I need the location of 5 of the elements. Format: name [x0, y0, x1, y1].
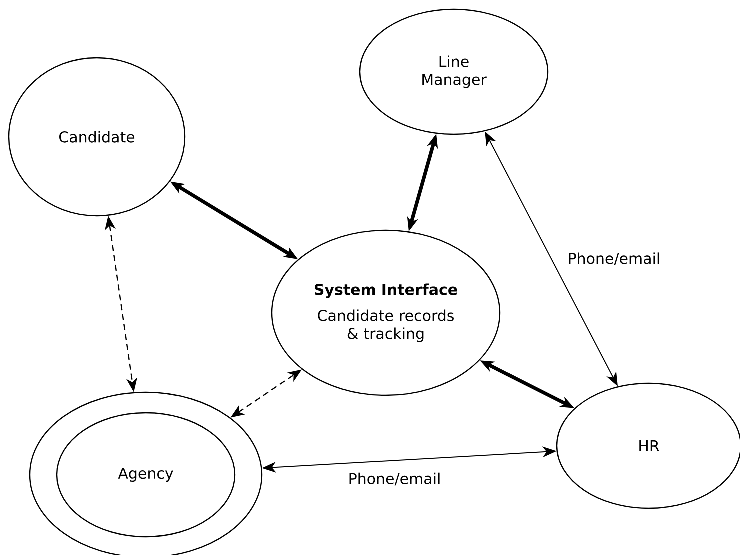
edge-label: Phone/email: [350, 472, 440, 486]
ellipse-node: Candidate: [8, 57, 186, 217]
edge-label: Phone/email: [569, 252, 660, 266]
ellipse-node: Line Manager: [359, 8, 549, 136]
ellipse-node: System Interface Candidate records & tracking: [271, 230, 501, 396]
